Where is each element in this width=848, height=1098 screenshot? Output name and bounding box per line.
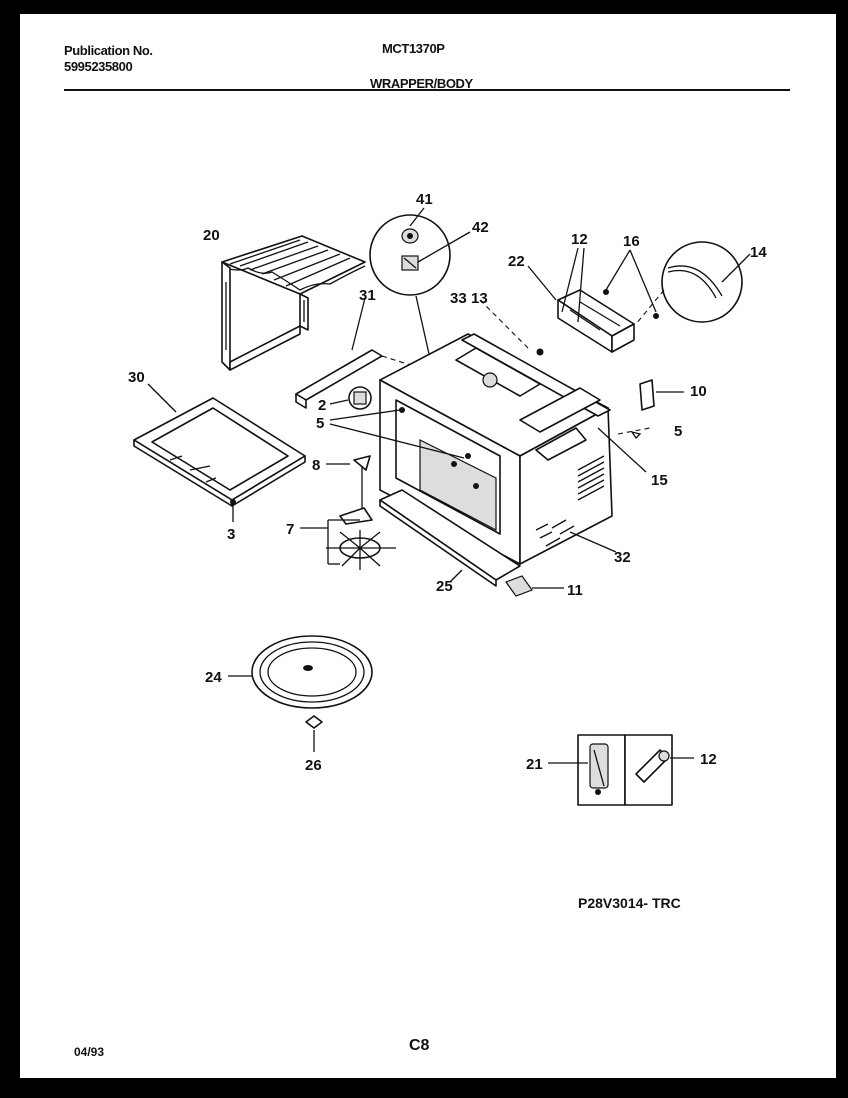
parts-inset-box <box>548 734 694 806</box>
part-5-leaders <box>329 409 651 459</box>
publication-number: 5995235800 <box>64 59 133 74</box>
drawing-code: P28V3014- TRC <box>578 895 681 911</box>
detail-41-42 <box>369 207 471 471</box>
callout-5-right: 5 <box>674 423 682 440</box>
callout-32: 32 <box>614 549 631 566</box>
main-cabinet-body <box>379 333 613 565</box>
part-30-frame <box>133 383 306 507</box>
part-24-turntable <box>228 635 373 709</box>
part-3-screw <box>230 499 236 522</box>
page-number: C8 <box>409 1037 430 1054</box>
part-20-wrapper <box>221 235 366 371</box>
callout-3: 3 <box>227 526 235 543</box>
part-10-clip <box>639 379 684 411</box>
callout-5-left: 5 <box>316 415 324 432</box>
part-25-bottom <box>379 489 521 587</box>
part-7-8-stirrer <box>300 455 396 570</box>
callout-41: 41 <box>416 191 433 208</box>
callout-21: 21 <box>526 756 543 773</box>
callout-8: 8 <box>312 457 320 474</box>
callout-24: 24 <box>205 669 222 686</box>
callout-26: 26 <box>305 757 322 774</box>
callout-12-inset: 12 <box>700 751 717 768</box>
detail-14 <box>635 241 751 325</box>
callout-25: 25 <box>436 578 453 595</box>
callout-13: 13 <box>471 290 488 307</box>
callout-10: 10 <box>690 383 707 400</box>
part-22-back-assembly <box>479 247 659 356</box>
callout-20: 20 <box>203 227 220 244</box>
callout-22: 22 <box>508 253 525 270</box>
part-2-clip <box>329 386 372 410</box>
callout-11: 11 <box>567 582 583 599</box>
callout-7: 7 <box>286 521 294 538</box>
footer-date: 04/93 <box>74 1045 104 1059</box>
section-title: WRAPPER/BODY <box>370 76 473 91</box>
model-number: MCT1370P <box>382 41 445 56</box>
callout-42: 42 <box>472 219 489 236</box>
publication-label: Publication No. <box>64 43 153 58</box>
callout-2: 2 <box>318 397 326 414</box>
part-32-base <box>569 531 617 553</box>
part-31-rail <box>295 297 421 409</box>
part-26-coupler <box>305 715 323 752</box>
callout-16: 16 <box>623 233 640 250</box>
callout-31: 31 <box>359 287 376 304</box>
callout-30: 30 <box>128 369 145 386</box>
callout-12-top: 12 <box>571 231 588 248</box>
callout-15: 15 <box>651 472 668 489</box>
header-rule <box>64 89 790 91</box>
callout-33: 33 <box>450 290 467 307</box>
part-15-leader <box>597 427 647 473</box>
callout-14: 14 <box>750 244 767 261</box>
sheet <box>20 14 836 1078</box>
part-11-foot <box>505 575 564 597</box>
